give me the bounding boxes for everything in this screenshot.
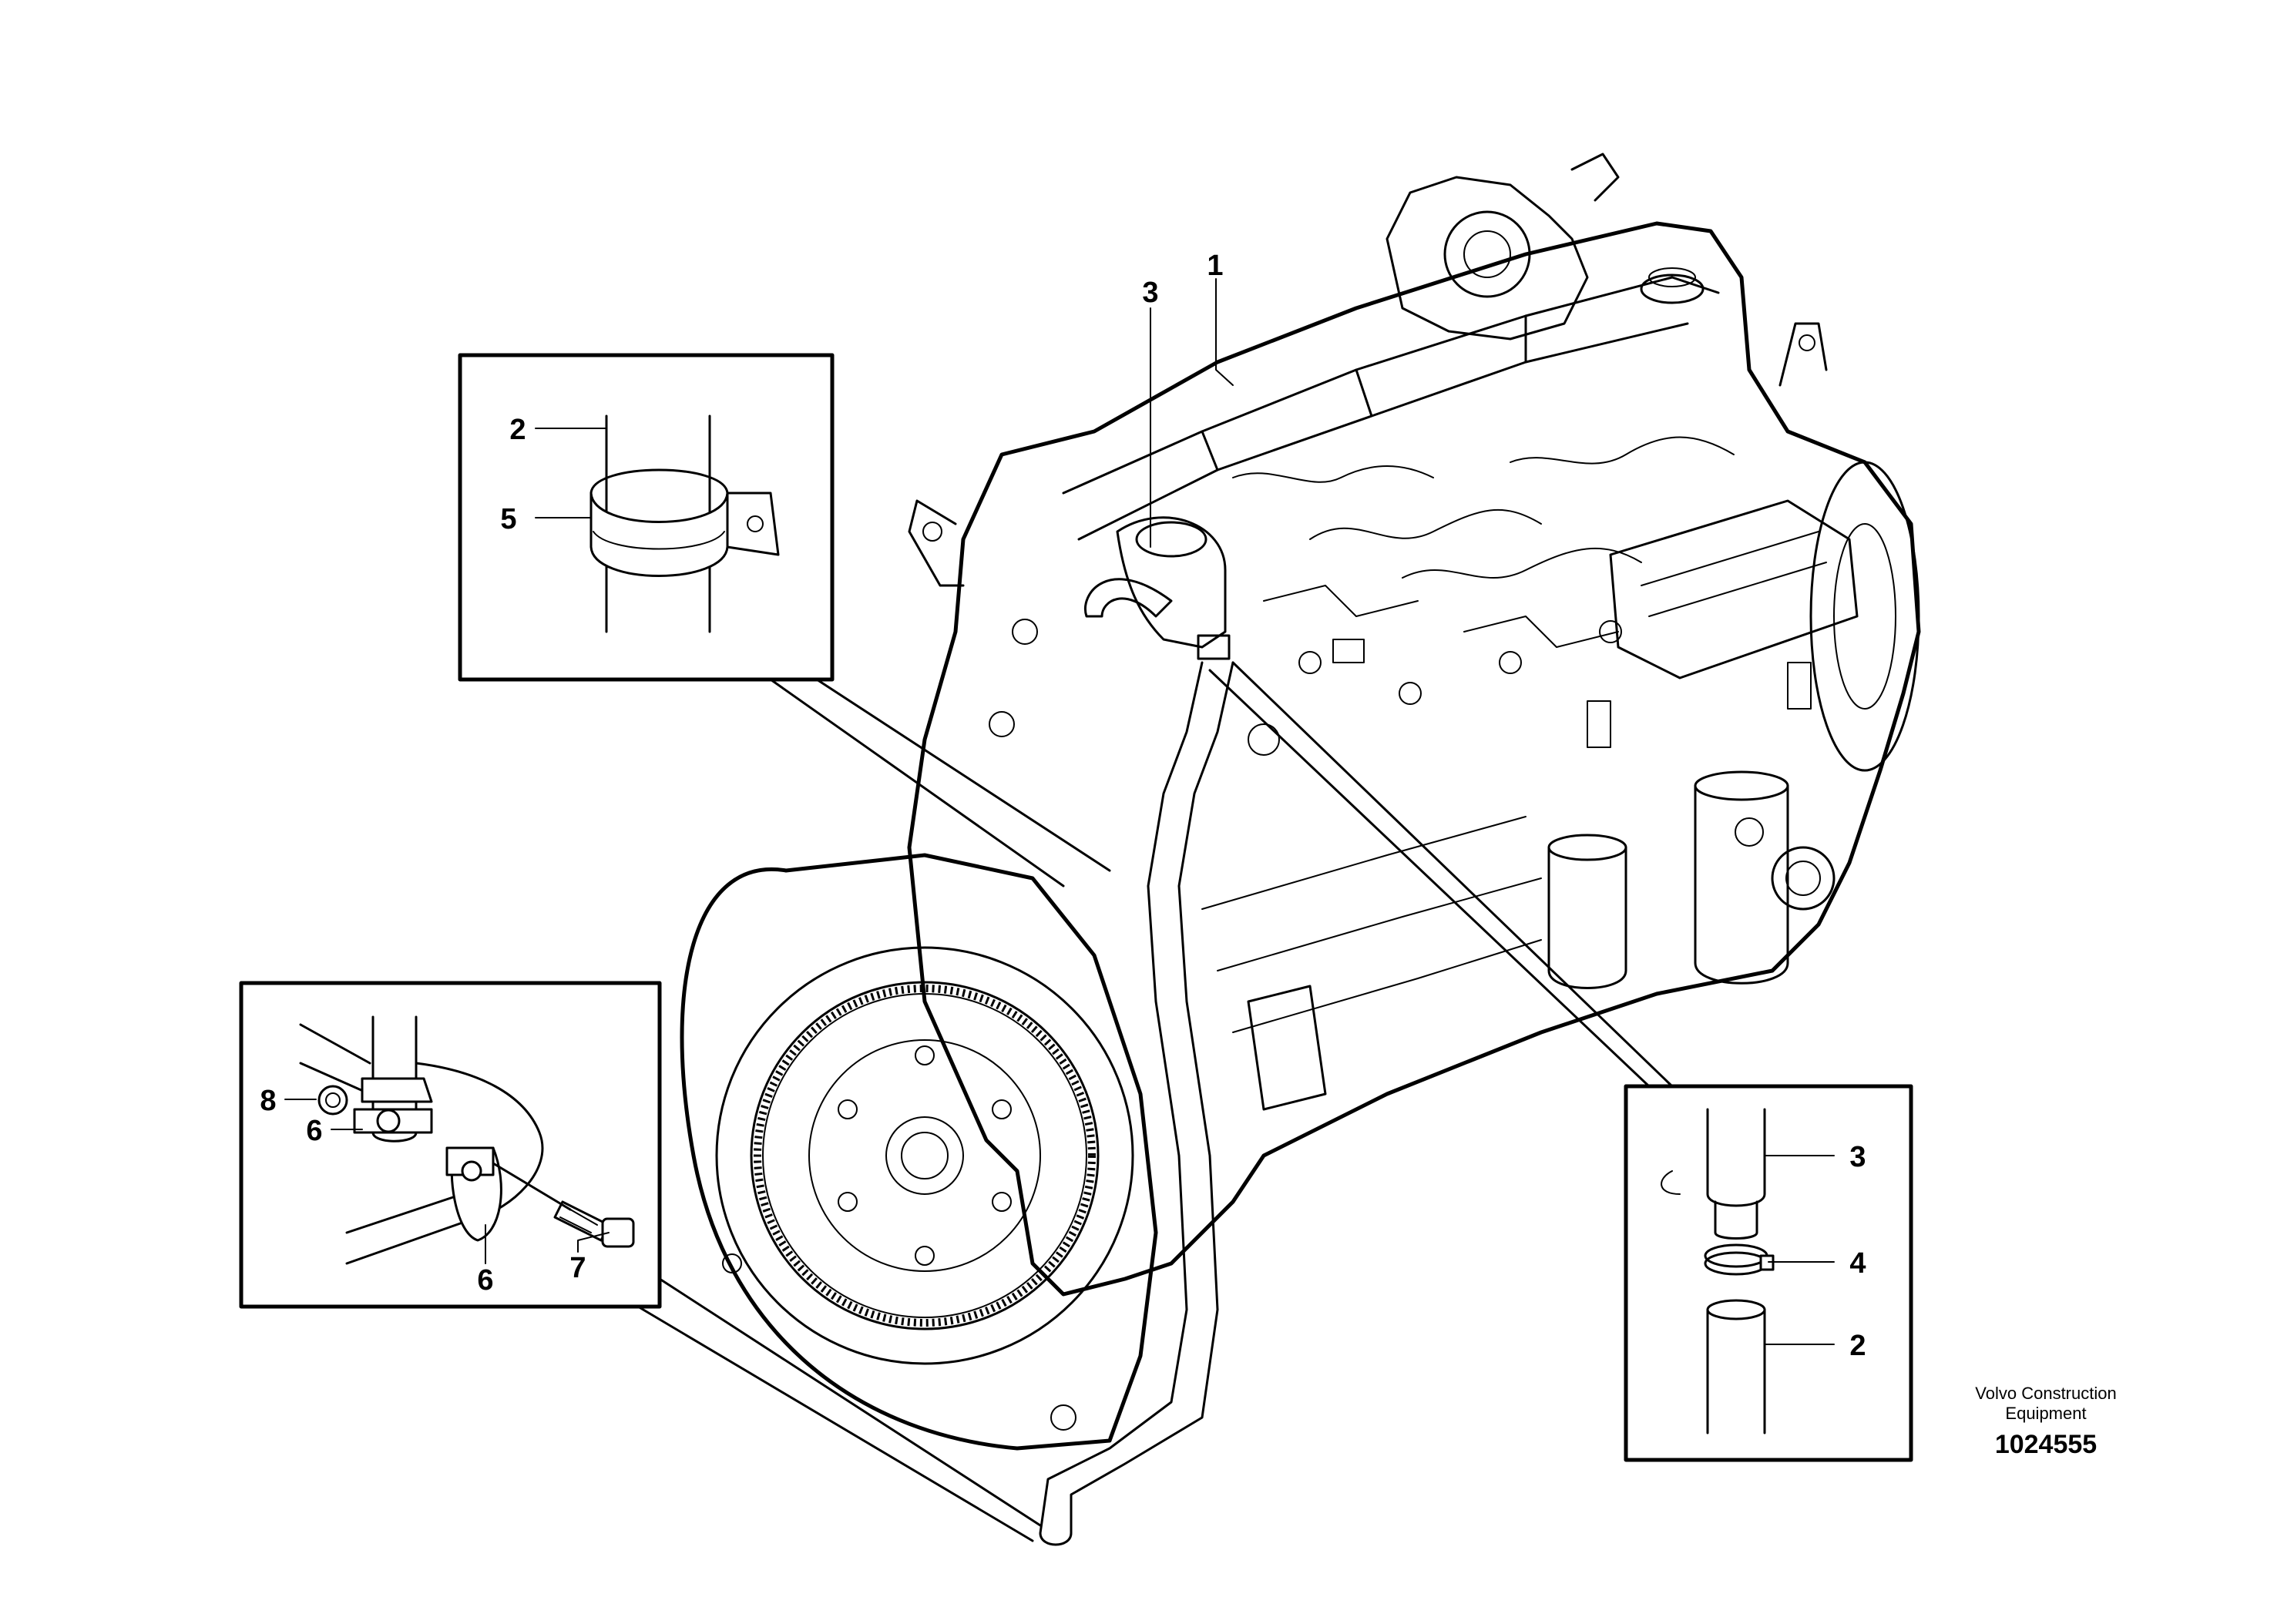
callout-3-main: 3	[1142, 277, 1158, 309]
callout-1: 1	[1207, 250, 1223, 282]
engine-illustration	[680, 153, 1921, 1546]
callout-5-inset-a: 5	[500, 503, 516, 535]
inset-hose-coupling	[1624, 1084, 1913, 1462]
part-number: 1024555	[1995, 1430, 2097, 1459]
callout-2-inset-a: 2	[509, 414, 526, 446]
callout-3-inset-c: 3	[1849, 1141, 1866, 1173]
callout-4-inset-c: 4	[1849, 1247, 1866, 1280]
inset-c-leader	[1208, 661, 1674, 1088]
inset-a-leader	[769, 678, 1111, 887]
inset-bracket-bolt	[239, 981, 662, 1309]
callout-8-inset-b: 8	[260, 1085, 276, 1117]
brand-line-2: Equipment	[2005, 1404, 2086, 1423]
callout-leaders	[284, 278, 1835, 1345]
callout-7-inset-b: 7	[569, 1252, 586, 1284]
callout-6-inset-b-lower: 6	[477, 1264, 493, 1297]
callout-6-inset-b-upper: 6	[306, 1115, 322, 1147]
brand-line-1: Volvo Construction	[1975, 1384, 2116, 1403]
callout-2-inset-c: 2	[1849, 1330, 1866, 1362]
inset-b-leader	[636, 1277, 1042, 1542]
inset-hose-clamp	[458, 353, 835, 682]
